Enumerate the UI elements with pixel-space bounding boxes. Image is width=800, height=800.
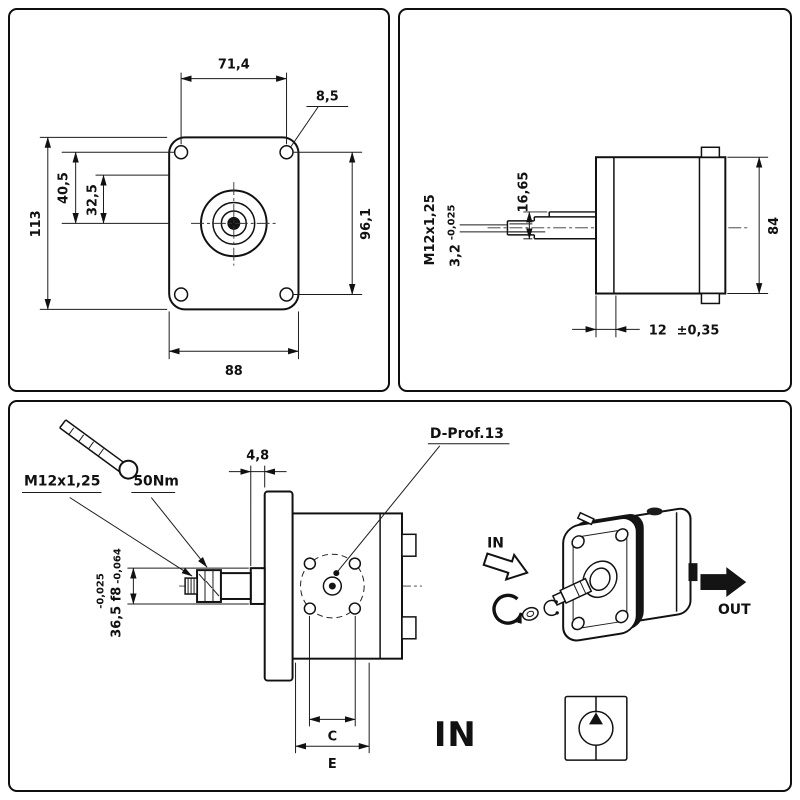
profile-callout: D-Prof.13 — [333, 426, 510, 577]
svg-text:E: E — [328, 757, 337, 772]
in-port-label: IN — [434, 715, 477, 754]
svg-text:32,5: 32,5 — [86, 184, 101, 216]
side-view-panel: 16,65 M12x1,25 3,2-0,025 84 12±0,35 — [398, 8, 792, 392]
flange-face-iso — [562, 517, 638, 642]
svg-text:12±0,35: 12±0,35 — [649, 323, 720, 338]
out-port-hole — [688, 563, 698, 582]
top-port-boss — [700, 146, 721, 158]
stud-illustration — [59, 419, 139, 480]
svg-text:113: 113 — [29, 210, 44, 237]
svg-text:40,5: 40,5 — [57, 172, 72, 204]
detail-svg: 4,8 D-Prof.13 M12x1,25 — [21, 419, 751, 772]
in-label: IN — [487, 535, 504, 551]
thread-label: M12x1,25 — [423, 194, 438, 265]
shaft — [506, 211, 596, 240]
dim-hole-diameter: 8,5 — [290, 90, 349, 148]
dim-shaft-diameter: -0,025 36,5 f8-0,064 — [96, 548, 249, 638]
svg-text:96,1: 96,1 — [359, 208, 374, 240]
svg-text:88: 88 — [225, 364, 243, 379]
svg-text:-0,025: -0,025 — [96, 573, 107, 609]
isometric-view: IN OUT — [482, 507, 751, 642]
shaft-bore — [227, 216, 241, 230]
dim-total-height: 113 — [29, 136, 168, 310]
svg-text:71,4: 71,4 — [218, 58, 250, 73]
svg-text:36,5 f8-0,064: 36,5 f8-0,064 — [109, 548, 124, 638]
dim-spacer-width: 4,8 — [228, 449, 287, 567]
svg-text:M12x1,25: M12x1,25 — [24, 474, 100, 490]
dim-top-width: 71,4 — [180, 58, 288, 145]
washer-icon — [521, 606, 539, 621]
dim-c: C — [308, 615, 356, 744]
out-label: OUT — [718, 602, 751, 618]
dim-e: E — [295, 662, 370, 772]
svg-text:C: C — [328, 729, 337, 744]
dim-hole-spacing: 96,1 — [292, 151, 374, 295]
rear-port-bottom — [401, 616, 417, 640]
out-arrow-icon — [700, 567, 747, 597]
dim-bottom-width: 88 — [168, 311, 299, 379]
key-iso — [576, 511, 595, 526]
circlip-icon — [543, 599, 559, 617]
torque-callout: 50Nm — [131, 474, 208, 568]
spline-bore — [328, 582, 336, 590]
dim-left-inner: 32,5 — [86, 174, 170, 224]
svg-text:84: 84 — [767, 217, 782, 235]
dim-body-height: 84 — [727, 156, 782, 295]
shaft-nut — [196, 569, 222, 603]
side-view-svg: 16,65 M12x1,25 3,2-0,025 84 12±0,35 — [423, 146, 782, 338]
pump-symbol-icon — [564, 695, 628, 761]
shaft-seal-spacer — [249, 567, 266, 605]
dim-flange-depth: 12±0,35 — [572, 295, 720, 338]
side-view-drawing — [459, 146, 751, 305]
rear-port-top — [401, 533, 417, 557]
bottom-port-boss — [700, 292, 721, 305]
rotation-arrow-icon — [492, 593, 524, 625]
svg-text:8,5: 8,5 — [316, 90, 339, 105]
shaft-section — [217, 572, 252, 600]
thread-tip — [184, 577, 198, 595]
svg-text:16,65: 16,65 — [516, 172, 531, 213]
key-width-label: 3,2-0,025 — [447, 205, 464, 268]
detail-panel: 4,8 D-Prof.13 M12x1,25 — [8, 400, 792, 792]
svg-text:D-Prof.13: D-Prof.13 — [430, 426, 504, 442]
dim-key-height: 16,65 — [516, 172, 548, 240]
section-view-drawing — [179, 490, 422, 682]
svg-text:50Nm: 50Nm — [133, 474, 178, 490]
front-view-svg: 71,4 8,5 40,5 32,5 — [29, 58, 374, 379]
top-port-hole — [646, 507, 663, 516]
thread-callout: M12x1,25 — [21, 474, 193, 577]
svg-text:4,8: 4,8 — [246, 449, 269, 464]
in-arrow-icon — [482, 552, 529, 582]
front-view-drawing — [168, 136, 300, 311]
dim-left-outer: 40,5 — [57, 151, 175, 224]
front-view-panel: 71,4 8,5 40,5 32,5 — [8, 8, 390, 392]
